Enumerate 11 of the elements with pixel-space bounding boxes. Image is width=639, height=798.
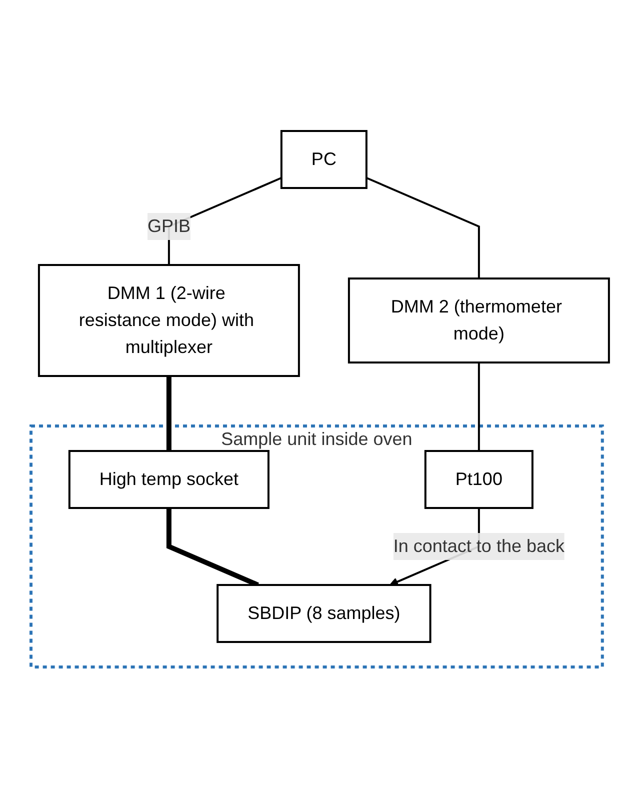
connector [477,362,480,451]
connector [166,376,171,451]
node-box: High temp socket [68,450,269,509]
node-box: DMM 2 (thermometer mode) [347,278,610,364]
node-box: DMM 1 (2-wire resistance mode) with multiplexer [37,264,300,377]
edge-label: In contact to the back [392,536,564,556]
connector [366,176,480,278]
node-box: Pt100 [424,450,533,509]
node-box: PC [280,130,367,189]
node-box: SBDIP (8 samples) [216,584,431,643]
edge-label: GPIB [146,216,190,236]
